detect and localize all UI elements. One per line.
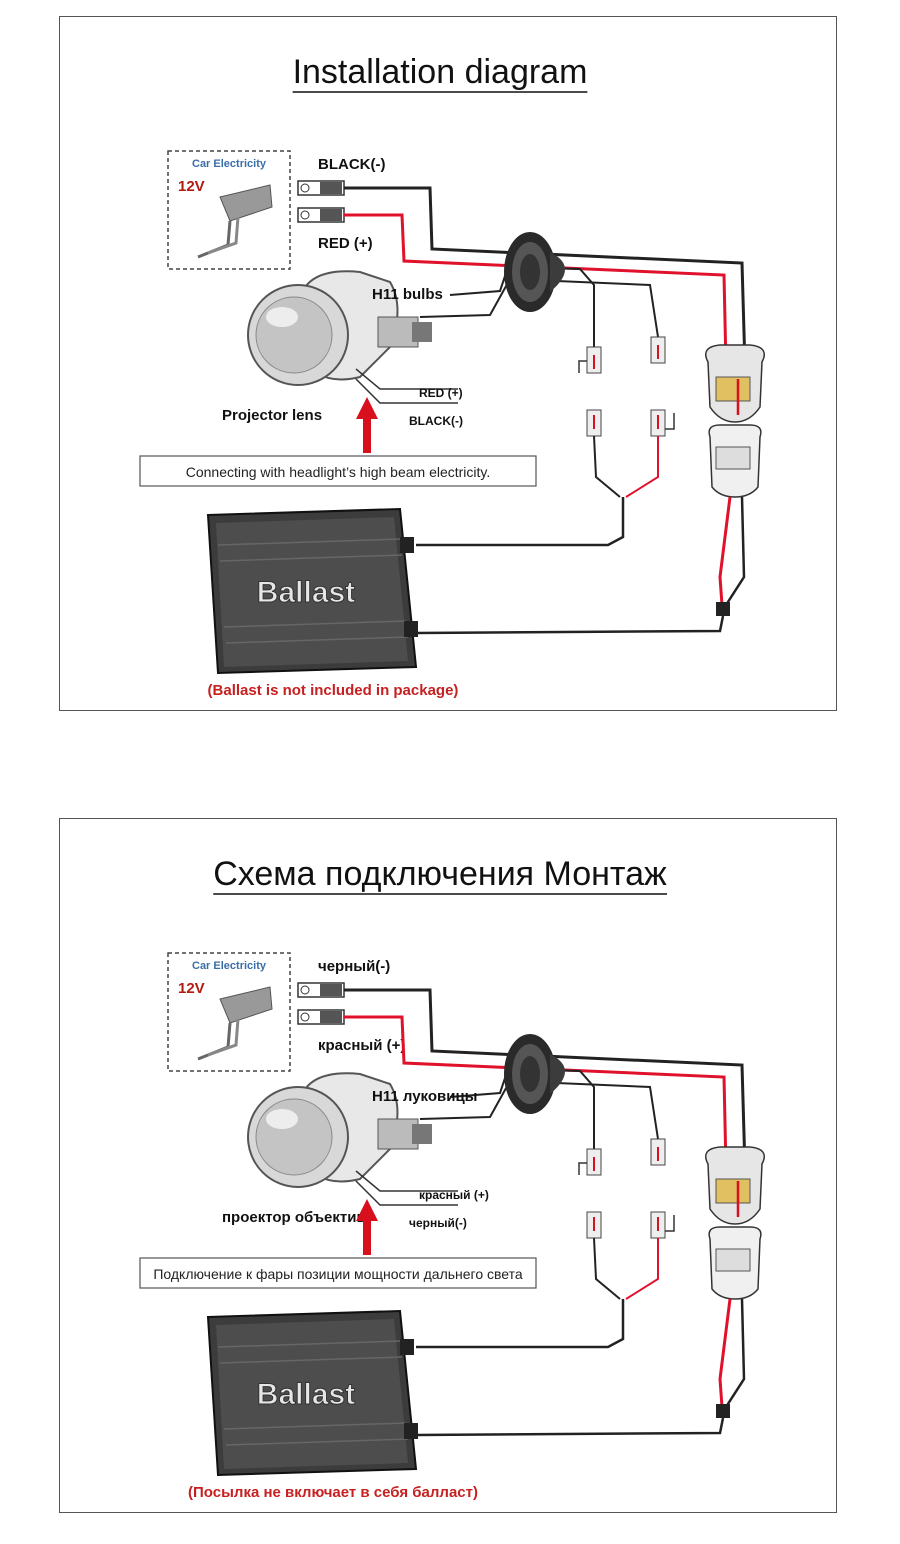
ballast-input-wire	[415, 1417, 725, 1437]
connect-note-text: Подключение к фары позиции мощности даль…	[153, 1266, 523, 1282]
ballast-output-wire-black	[593, 435, 621, 498]
rubber-grommet	[504, 1034, 565, 1114]
ballast-label: Ballast	[257, 576, 355, 609]
black-ring-terminal	[297, 982, 345, 998]
red-wire-label: RED (+)	[318, 235, 373, 252]
bulbs-label: H11 луковицы	[372, 1088, 477, 1105]
connect-note-text: Connecting with headlight’s high beam el…	[186, 464, 491, 480]
wire-junction	[716, 1404, 730, 1418]
wiring-diagram: Схема подключения Монтаж Car Electricity…	[139, 855, 765, 1501]
installation-diagram-panel-english: Installation diagram Car Electricity 12V…	[59, 16, 837, 711]
red-wire-label: красный (+)	[318, 1037, 405, 1054]
bullet-connectors	[578, 1138, 675, 1239]
voltage-label: 12V	[178, 980, 205, 997]
h11-socket-icon	[705, 344, 765, 498]
ballast-output-wire	[416, 497, 625, 547]
connect-note-box: Connecting with headlight’s high beam el…	[139, 455, 537, 487]
ballast-output-wire	[416, 1299, 625, 1349]
car-electricity-label: Car Electricity	[192, 158, 267, 170]
voltage-label: 12V	[178, 178, 205, 195]
wiring-diagram: Installation diagram Car Electricity 12V…	[139, 53, 765, 699]
projector-lens-icon	[247, 270, 458, 404]
socket-wire-red	[718, 1298, 732, 1408]
ballast-note: (Посылка не включает в себя балласт)	[188, 1484, 478, 1501]
connect-note-box: Подключение к фары позиции мощности даль…	[139, 1257, 537, 1289]
ballast-box-icon: Ballast	[206, 507, 418, 675]
diagram-title: Схема подключения Монтаж	[213, 855, 667, 893]
red-wire	[344, 213, 728, 368]
black-wire-label: BLACK(-)	[318, 156, 385, 173]
h11-socket-icon	[705, 1146, 765, 1300]
bullet-connectors	[578, 336, 675, 437]
red-wire	[344, 1015, 728, 1170]
black-ring-terminal	[297, 180, 345, 196]
red-up-arrow-icon	[356, 1199, 378, 1255]
projector-lens-icon	[247, 1072, 458, 1206]
red-ring-terminal	[297, 1009, 345, 1025]
installation-diagram-panel-russian: Схема подключения Монтаж Car Electricity…	[59, 818, 837, 1513]
car-electricity-label: Car Electricity	[192, 960, 267, 972]
socket-wire-black	[724, 496, 746, 606]
car-electricity-box: Car Electricity 12V	[167, 150, 291, 270]
socket-wire-black	[724, 1298, 746, 1408]
black-wire-label: черный(-)	[318, 958, 390, 975]
ballast-output-wire-red	[625, 1238, 659, 1300]
wire-junction	[716, 602, 730, 616]
ballast-output-wire-red	[625, 436, 659, 498]
red-ring-terminal	[297, 207, 345, 223]
lens-red-label: красный (+)	[419, 1188, 489, 1202]
black-wire	[344, 988, 747, 1170]
ballast-output-wire-black	[593, 1237, 621, 1300]
black-wire	[344, 186, 747, 368]
ballast-input-wire	[415, 615, 725, 635]
lens-black-label: BLACK(-)	[409, 414, 463, 428]
car-electricity-box: Car Electricity 12V	[167, 952, 291, 1072]
red-up-arrow-icon	[356, 397, 378, 453]
lens-black-label: черный(-)	[409, 1216, 467, 1230]
battery-connector-icon	[197, 986, 273, 1061]
rubber-grommet	[504, 232, 565, 312]
ballast-note: (Ballast is not included in package)	[208, 682, 459, 699]
socket-wire-red	[718, 496, 732, 606]
bulbs-label: H11 bulbs	[372, 286, 443, 303]
projector-lens-label: проектор объектив	[222, 1209, 366, 1226]
ballast-box-icon: Ballast	[206, 1309, 418, 1477]
lens-red-label: RED (+)	[419, 386, 463, 400]
diagram-title: Installation diagram	[293, 53, 588, 91]
projector-lens-label: Projector lens	[222, 407, 322, 424]
battery-connector-icon	[197, 184, 273, 259]
ballast-label: Ballast	[257, 1378, 355, 1411]
